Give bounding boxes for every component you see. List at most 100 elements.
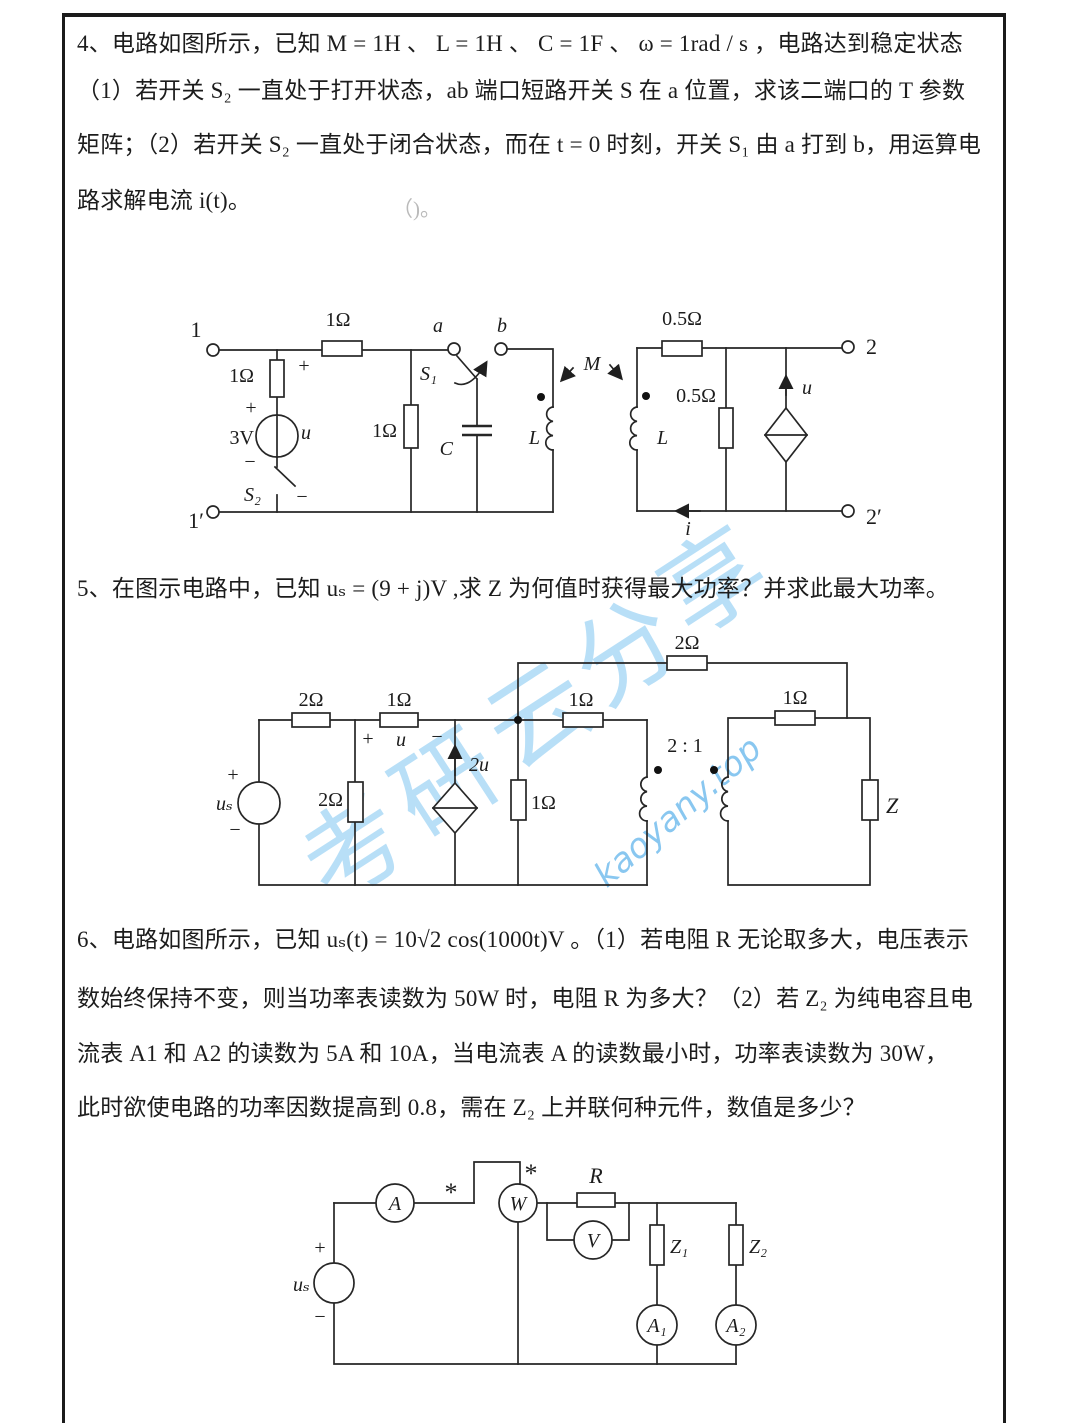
problem6-line4: 此时欲使电路的功率因数提高到 0.8，需在 Z₂ 上并联何种元件，数值是多少？ <box>77 1095 866 1120</box>
scan-artifact: （)。 <box>392 197 441 221</box>
inductor-L-left <box>537 393 554 451</box>
switch-s2-label: S₂ <box>244 484 261 506</box>
node-a-label: a <box>433 315 443 337</box>
problem6-line1: 6、电路如图所示，已知 uₛ(t) = 10√2 cos(1000t)V 。（1… <box>77 927 970 952</box>
resistor-1ohm-u <box>379 712 419 728</box>
r-label: R <box>588 1163 603 1188</box>
u-plus: + <box>298 355 309 377</box>
transformer-dot-primary <box>654 766 662 774</box>
svg-text:A: A <box>387 1193 402 1215</box>
resistor-0p5ohm-shunt <box>718 407 734 449</box>
u-minus: − <box>431 726 442 748</box>
rfb-label: 2Ω <box>675 632 700 654</box>
resistor-1ohm-shunt <box>403 404 419 449</box>
port1p-label: 1′ <box>188 508 204 533</box>
coupling-dot-right <box>642 392 650 400</box>
resistor-1ohm-input <box>269 359 285 398</box>
ratio-label: 2 : 1 <box>667 735 703 757</box>
transformer <box>638 766 729 822</box>
node-b-label: b <box>497 315 507 337</box>
r-top-label: 1Ω <box>326 309 351 331</box>
inductor-L-right <box>629 392 650 451</box>
dependent-source-u <box>763 373 809 464</box>
svg-text:A₂: A₂ <box>724 1315 745 1337</box>
dependent-source-2u <box>431 743 479 835</box>
dep-2u-label: 2u <box>469 754 489 776</box>
source-us <box>313 1262 355 1304</box>
terminal-a <box>447 342 461 356</box>
r-left-label: 1Ω <box>229 365 254 387</box>
page-border-left <box>62 13 65 1423</box>
resistor-1ohm-secondary <box>774 710 816 726</box>
r4-label: 1Ω <box>531 792 556 814</box>
src-minus: − <box>229 819 240 841</box>
src-label: uₛ <box>293 1274 310 1296</box>
z1-label: Z₁ <box>670 1236 688 1258</box>
terminal-2 <box>841 340 855 354</box>
src-label: uₛ <box>216 793 233 815</box>
problem4-line1: 4、电路如图所示，已知 M = 1H 、 L = 1H 、 C = 1F 、 ω… <box>77 31 963 56</box>
r5-label: 1Ω <box>569 689 594 711</box>
node-junction <box>514 716 522 724</box>
r6-label: 1Ω <box>783 687 808 709</box>
r-mid-label: 1Ω <box>372 420 397 442</box>
z2-label: Z₂ <box>749 1236 767 1258</box>
terminal-b <box>494 342 508 356</box>
problem5-line1: 5、在图示电路中，已知 uₛ = (9 + j)V ,求 Z 为何值时获得最大功… <box>77 576 949 601</box>
dep-u-label: u <box>802 377 812 399</box>
capacitor-C <box>462 424 492 437</box>
circuit1-diagram: 1 1′ 1Ω 1Ω + + 3V u − S₂ − 1Ω a b S₁ C L… <box>188 308 882 540</box>
circuit2-wires <box>258 662 871 886</box>
circuit3-wires <box>333 1161 737 1365</box>
impedance-Z1 <box>649 1224 665 1266</box>
resistor-2ohm-feedback <box>666 655 708 671</box>
src-plus: + <box>314 1237 325 1259</box>
current-i-label: i <box>685 518 691 540</box>
l1-label: L <box>528 427 540 449</box>
z-label: Z <box>886 793 899 818</box>
wattmeter-star-top: * <box>525 1159 538 1188</box>
src-minus: − <box>314 1306 325 1328</box>
port2p-label: 2′ <box>866 504 882 529</box>
u-plus: + <box>362 728 373 750</box>
voltmeter-V: V <box>573 1220 613 1260</box>
src-value: 3V <box>230 427 255 449</box>
page-border-right <box>1003 13 1006 1423</box>
r2-label: 2Ω <box>318 789 343 811</box>
circuit3-diagram: A W V A₁ A₂ + uₛ − * * R Z₁ Z₂ <box>293 1159 767 1365</box>
resistor-0p5ohm-top <box>661 340 703 357</box>
resistor-R <box>576 1192 616 1208</box>
cap-c-label: C <box>440 438 454 460</box>
svg-text:W: W <box>510 1193 529 1215</box>
source-us <box>237 781 281 825</box>
src-u-label: u <box>301 422 311 444</box>
port1-label: 1 <box>191 317 202 342</box>
src-minus: − <box>244 451 255 473</box>
ammeter-A: A <box>375 1183 415 1223</box>
switch-s1-label: S₁ <box>420 363 437 385</box>
problem6-line3: 流表 A1 和 A2 的读数为 5A 和 10A，当电流表 A 的读数最小时，功… <box>77 1041 949 1066</box>
u-label: u <box>396 729 406 751</box>
ammeter-A1: A₁ <box>636 1304 678 1346</box>
ammeter-A2: A₂ <box>715 1304 757 1346</box>
wattmeter-W: W <box>498 1183 538 1223</box>
src-plus: + <box>245 397 256 419</box>
r-half1-label: 0.5Ω <box>662 308 702 330</box>
mutual-coupling-arrows <box>559 363 623 383</box>
switch-S1 <box>453 360 488 386</box>
terminal-2p <box>841 504 855 518</box>
u-minus: − <box>296 486 307 508</box>
mutual-m-label: M <box>583 353 602 375</box>
l2-label: L <box>656 427 668 449</box>
wattmeter-star-left: * <box>445 1178 458 1207</box>
r1-label: 2Ω <box>299 689 324 711</box>
transformer-dot-secondary <box>710 766 718 774</box>
r-half2-label: 0.5Ω <box>676 385 716 407</box>
svg-text:V: V <box>587 1230 602 1252</box>
circuit2-diagram: + uₛ − 2Ω 2Ω 1Ω + u − 2u 1Ω 1Ω 2 : 1 2Ω … <box>216 632 899 886</box>
resistor-1ohm-series2 <box>562 712 604 728</box>
page-border-top <box>62 13 1006 17</box>
resistor-2ohm-series <box>291 712 331 728</box>
resistor-1ohm-series <box>321 340 363 357</box>
problem6-line2: 数始终保持不变，则当功率表读数为 50W 时，电阻 R 为多大？（2）若 Z₂ … <box>77 986 973 1011</box>
